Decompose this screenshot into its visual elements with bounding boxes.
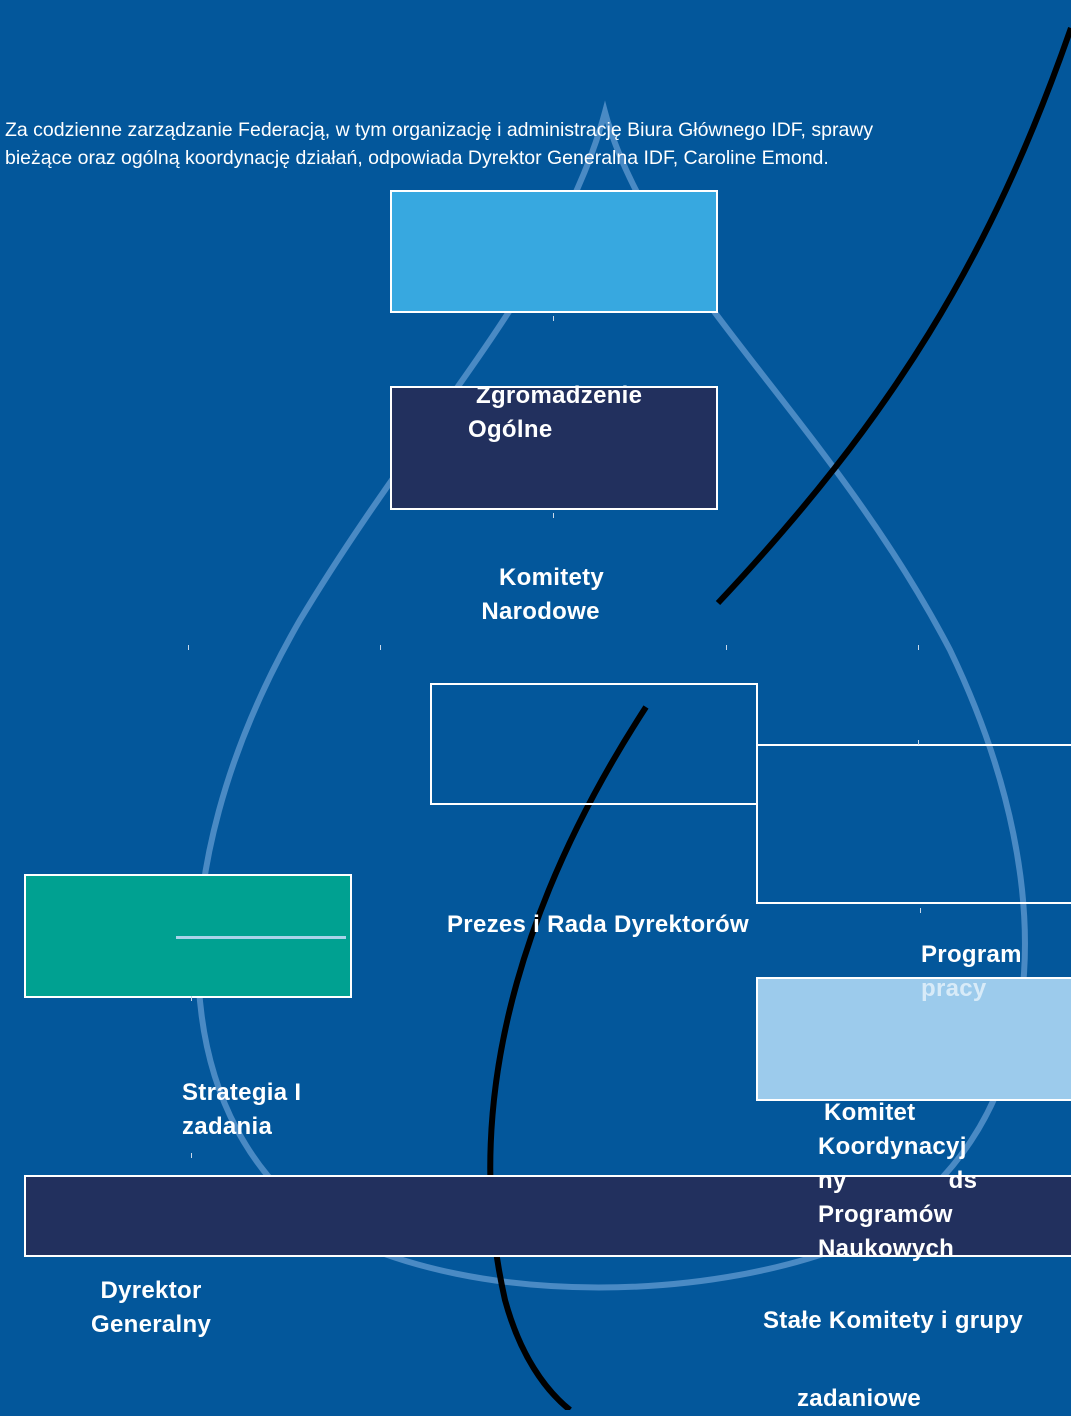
label-standing-committees-line-1: Stałe Komitety i grupy — [763, 1307, 1023, 1334]
label-director-general-line-1: Dyrektor — [100, 1277, 202, 1304]
connector-tick — [188, 645, 189, 650]
label-standing-committees: Stałe Komitety i grupy — [763, 1304, 1023, 1338]
connector-tick — [191, 1153, 192, 1158]
label-standing-committees-line-2: zadaniowe — [797, 1385, 922, 1412]
strategy-underline — [176, 936, 346, 939]
label-general-assembly-line-2: Ogólne — [468, 416, 553, 443]
label-director-general-line-2: Generalny — [91, 1311, 212, 1338]
label-work-programme-line-1: Program — [921, 941, 1022, 968]
org-box-top — [390, 190, 718, 313]
label-coordinating-line-2: Koordynacyj — [818, 1133, 967, 1160]
label-coordinating-line-1: Komitet — [824, 1099, 916, 1126]
org-box-programme — [756, 744, 1071, 904]
connector-tick — [920, 908, 921, 913]
label-president-board: Prezes i Rada Dyrektorów — [447, 908, 749, 942]
label-strategy: Strategia I zadania — [182, 1076, 301, 1144]
label-coordinating-committee: Komitet Koordynacyj ny ds Programów Nauko… — [818, 1096, 977, 1266]
label-standing-committees-2: zadaniowe — [797, 1382, 921, 1416]
connector-tick — [918, 645, 919, 650]
water-drop-outline — [195, 100, 1028, 1291]
org-box-director-bar — [24, 1175, 1071, 1257]
connector-tick — [726, 645, 727, 650]
intro-line-1: Za codzienne zarządzanie Federacją, w ty… — [5, 119, 874, 141]
label-coordinating-line-5: Naukowych — [818, 1235, 955, 1262]
label-coordinating-line-4: Programów — [818, 1201, 953, 1228]
connector-tick — [191, 996, 192, 1001]
connector-tick — [918, 740, 919, 745]
label-coordinating-line-3b: ds — [948, 1167, 978, 1194]
connector-tick — [380, 645, 381, 650]
label-coordinating-line-3a: ny — [818, 1167, 847, 1194]
intro-line-2: bieżące oraz ogólną koordynację działań,… — [5, 147, 829, 169]
label-director-general: Dyrektor Generalny — [91, 1274, 211, 1342]
org-box-general-assembly — [390, 386, 718, 510]
label-general-assembly: Zgromadzenie Ogólne — [468, 379, 642, 447]
label-work-programme-line-2: pracy — [921, 975, 987, 1002]
swoosh-curve-upper — [715, 27, 1071, 606]
intro-paragraph: Za codzienne zarządzanie Federacją, w ty… — [5, 116, 1071, 172]
swoosh-curve-lower — [487, 705, 649, 1410]
label-national-committees-line-2: Narodowe — [481, 598, 600, 625]
label-strategy-line-1: Strategia I — [182, 1079, 302, 1106]
label-strategy-line-2: zadania — [182, 1113, 273, 1140]
connector-tick — [553, 316, 554, 321]
org-box-president — [430, 683, 758, 805]
label-general-assembly-line-1: Zgromadzenie — [476, 382, 643, 409]
connector-tick — [553, 513, 554, 518]
label-national-committees-line-1: Komitety — [499, 564, 605, 591]
label-president-board-text: Prezes i Rada Dyrektorów — [447, 911, 749, 938]
label-national-committees: Komitety Narodowe — [477, 561, 604, 629]
org-box-coordinating — [756, 977, 1071, 1101]
label-work-programme: Program pracy — [921, 938, 1022, 1006]
